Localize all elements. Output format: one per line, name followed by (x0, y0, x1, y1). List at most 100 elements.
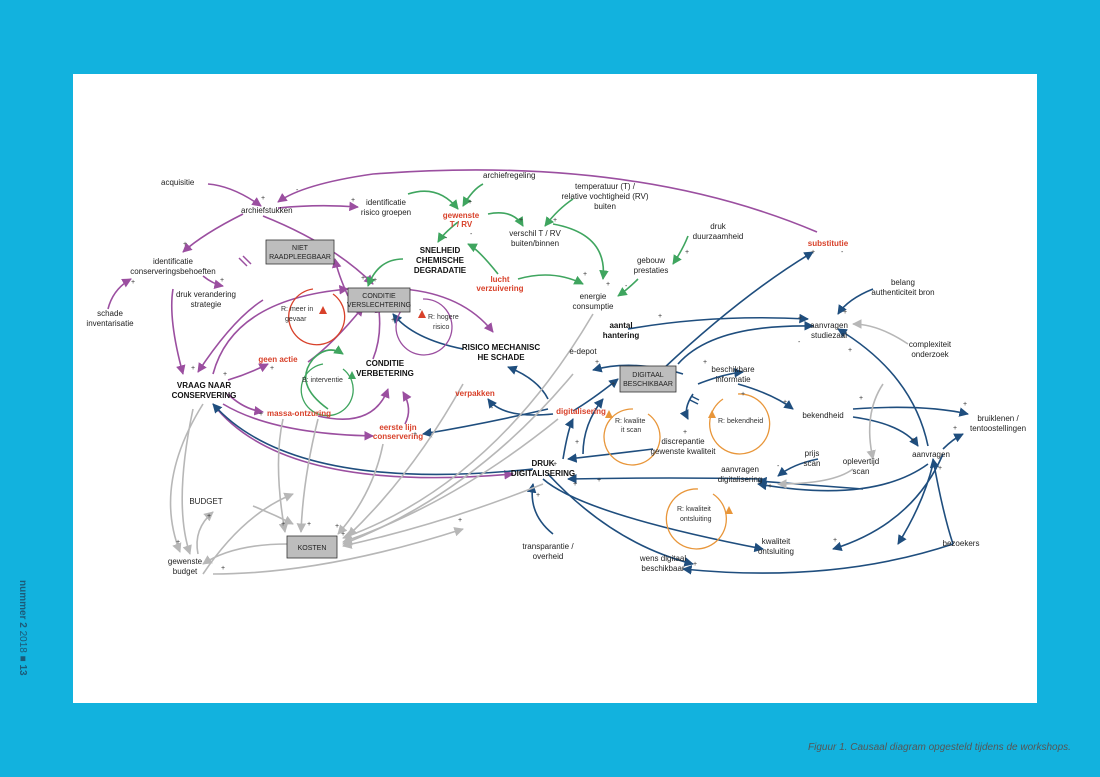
node-gebouw: gebouw (637, 256, 665, 265)
loop-polarity-marks (319, 306, 733, 514)
sign-minus: - (491, 405, 494, 412)
sign-plus: + (911, 437, 915, 444)
node-archiefregeling: archiefregeling (483, 171, 535, 180)
edge-navy (662, 251, 814, 370)
node-transparantie: transparantie / (522, 542, 574, 551)
node-aanvragen-digitalisering: aanvragen (721, 465, 759, 474)
sign-minus: - (445, 235, 448, 242)
node-gewenste-t-rv-2: T / RV (450, 220, 473, 229)
edge-gray (777, 468, 854, 489)
edge-purple (171, 288, 186, 375)
edge-navy (487, 398, 554, 416)
edge-green (517, 274, 584, 285)
gray-arrows (169, 313, 909, 575)
loop-kwaliteit-ontsluiting-2: ontsluiting (680, 516, 712, 523)
loop-circle (709, 393, 771, 455)
edge-purple (277, 201, 359, 212)
loop-hogere-risico-2: risico (433, 324, 449, 331)
node-gewenste-budget-2: budget (173, 567, 198, 576)
issue-number: nummer 2 (17, 580, 28, 628)
edge-gray (342, 313, 594, 540)
node-aantal-hantering: aantal (609, 321, 632, 330)
node-lucht-2: verzuivering (476, 284, 523, 293)
edge-navy (832, 453, 944, 552)
node-druk-verandering-2: strategie (191, 300, 222, 309)
edge-gray (277, 418, 289, 533)
node-discrepantie-2: gewenste kwaliteit (651, 447, 717, 456)
issue-year: 2018 (17, 630, 28, 653)
polarity-signs: + - + + + + + - - + + + + + - + - + - + … (131, 187, 967, 572)
edge-gray (196, 511, 214, 555)
node-oplevertijd-scan-2: scan (853, 467, 870, 476)
loop-bekendheid: R: bekendheid (718, 418, 763, 425)
edge-navy (422, 408, 549, 438)
edge-green (487, 212, 524, 227)
edge-purple (227, 363, 269, 381)
node-belang: belang (891, 278, 915, 287)
edge-gray (342, 483, 544, 549)
sign-plus: + (183, 241, 187, 248)
delay-mark (690, 395, 700, 401)
edge-gray (852, 319, 909, 345)
edge-green (617, 278, 639, 297)
green-arrows (304, 183, 689, 410)
node-archiefstukken: archiefstukken (241, 206, 293, 215)
sign-plus: + (606, 281, 610, 288)
sign-plus: + (595, 359, 599, 366)
node-conditie-verbetering-2: VERBETERING (356, 369, 414, 378)
node-complexiteit-2: onderzoek (911, 350, 949, 359)
sign-plus: + (573, 481, 577, 488)
node-massa-ontzuring: massa-ontzuring (267, 409, 331, 418)
edge-purple (402, 391, 412, 425)
edge-purple (317, 388, 390, 420)
edge-navy (777, 458, 819, 477)
node-gebouw-2: prestaties (634, 266, 669, 275)
loop-polarity-mark (418, 310, 426, 318)
node-temperatuur: temperatuur (T) / (575, 182, 636, 191)
loop-labels: R: meer in gevaar R: hogere risico B: in… (281, 306, 763, 523)
edge-purple (207, 183, 262, 207)
edge-gray (252, 505, 294, 525)
edge-purple (331, 258, 349, 297)
node-lucht: lucht (490, 275, 509, 284)
square-separator: ■ (17, 655, 28, 662)
node-druk-duurzaamheid-2: duurzaamheid (693, 232, 744, 241)
node-bruiklenen: bruiklenen / (977, 414, 1019, 423)
edge-green (672, 235, 689, 265)
node-beschikbare-informatie: beschikbare (711, 365, 755, 374)
edge-navy (507, 365, 549, 400)
sign-plus: + (221, 565, 225, 572)
node-snelheid: SNELHEID (420, 246, 461, 255)
node-temperatuur-3: buiten (594, 202, 616, 211)
node-niet-raadpleegbaar: NIET (292, 245, 309, 252)
node-labels: acquisitie archiefstukken identificatie … (86, 171, 1026, 576)
node-eerste-lijn-conservering: eerste lijn (379, 423, 416, 432)
sign-plus: + (963, 401, 967, 408)
edge-gray (202, 492, 294, 575)
sign-plus: + (519, 217, 523, 224)
sign-plus: + (351, 197, 355, 204)
loop-polarity-mark (725, 506, 733, 514)
sign-plus: + (361, 275, 365, 282)
kosten-box (286, 535, 338, 559)
node-identificatie-risico: identificatie (366, 198, 407, 207)
node-temperatuur-2: relative vochtigheid (RV) (561, 192, 648, 201)
node-druk-digitalisering: DRUK (531, 459, 554, 468)
sign-plus: + (768, 483, 772, 490)
sign-plus: + (176, 539, 180, 546)
sign-plus: + (553, 217, 557, 224)
node-substitutie: substitutie (808, 239, 849, 248)
node-verschil-2: buiten/binnen (511, 239, 559, 248)
edge-navy (929, 458, 954, 545)
node-prijs-scan-2: scan (804, 459, 821, 468)
sign-plus: + (270, 365, 274, 372)
node-budget: BUDGET (189, 497, 222, 506)
node-bruiklenen-2: tentoostellingen (970, 424, 1026, 433)
sign-plus: + (131, 279, 135, 286)
node-gewenste-budget: gewenste (168, 557, 203, 566)
loop-circle (300, 363, 354, 417)
node-aanvragen: aanvragen (912, 450, 950, 459)
edge-navy (677, 321, 814, 365)
edge-purple (202, 275, 224, 290)
edge-navy (567, 448, 654, 463)
